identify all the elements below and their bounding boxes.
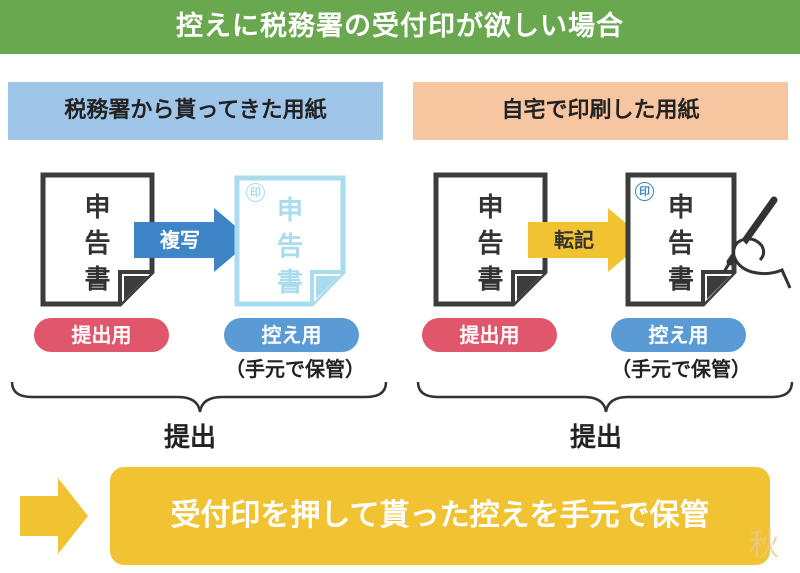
left-copy-note: （手元で保管） (225, 357, 365, 381)
left-section-header: 税務署から貰ってきた用紙 (8, 82, 383, 140)
doc-char-1: 申 (477, 193, 504, 223)
transcribe-arrow: 転記 (528, 208, 648, 272)
brace-icon (416, 381, 794, 413)
doc-char-2: 告 (477, 229, 504, 259)
left-submit-label: 提出 (163, 423, 216, 453)
right-copy-document: 印 申 告 書 (625, 172, 737, 307)
left-original-document: 申 告 書 (40, 172, 155, 307)
document-icon (433, 172, 548, 307)
brace-icon (10, 381, 388, 413)
bottom-banner: 受付印を押して貰った控えを手元で保管 (110, 467, 770, 565)
right-submit-label: 提出 (569, 423, 622, 453)
doc-char-2: 告 (667, 229, 694, 259)
doc-char-1: 申 (667, 193, 694, 223)
right-submit-pill: 提出用 (422, 318, 557, 352)
left-copy-document: 印 申 告 書 (234, 175, 346, 307)
right-copy-note: （手元で保管） (611, 357, 751, 381)
watermark-logo: 秋 (749, 528, 779, 563)
doc-char-3: 書 (477, 265, 504, 295)
doc-char-2: 告 (276, 232, 303, 262)
doc-char-1: 申 (276, 196, 303, 226)
copy-arrow: 複写 (134, 208, 254, 272)
doc-char-3: 書 (667, 265, 694, 295)
page-title: 控えに税務署の受付印が欲しい場合 (0, 0, 800, 54)
copy-arrow-label: 複写 (160, 228, 200, 252)
document-icon (625, 172, 737, 307)
right-copy-pill: 控え用 (611, 318, 746, 352)
transcribe-arrow-label: 転記 (554, 228, 594, 252)
transcribe-arrow-icon (528, 208, 646, 272)
doc-char-1: 申 (84, 193, 111, 223)
copy-arrow-icon (134, 208, 252, 272)
doc-char-2: 告 (84, 229, 111, 259)
right-original-document: 申 告 書 (433, 172, 548, 307)
left-submit-pill: 提出用 (34, 318, 169, 352)
doc-char-3: 書 (84, 265, 111, 295)
pen-hand-icon (722, 196, 792, 289)
left-copy-pill: 控え用 (224, 318, 359, 352)
doc-char-3: 書 (276, 268, 303, 298)
document-icon (40, 172, 155, 307)
right-section-header: 自宅で印刷した用紙 (413, 82, 788, 140)
seal-icon: 印 (635, 182, 654, 201)
seal-icon: 印 (246, 183, 265, 202)
document-icon (234, 175, 346, 307)
right-arrow-icon (20, 478, 88, 554)
